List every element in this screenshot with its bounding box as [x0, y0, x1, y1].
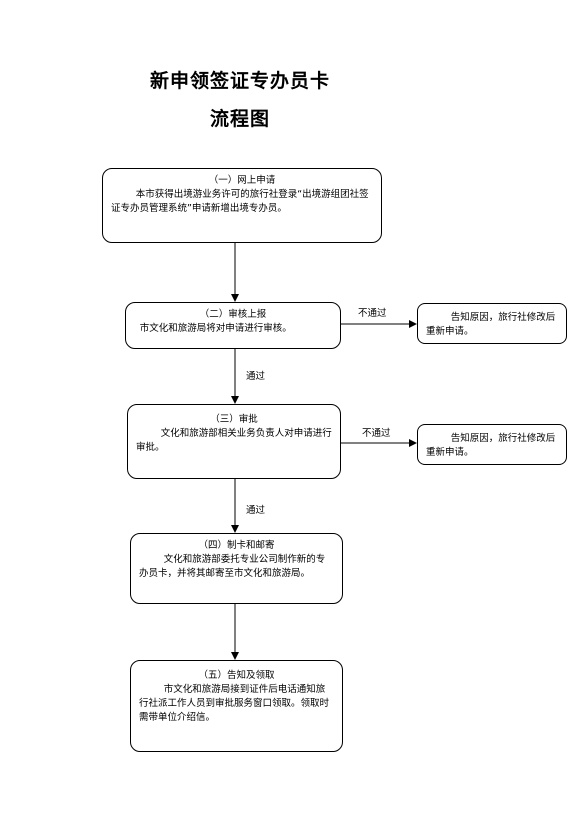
step-3-box: （三）审批 文化和旅游部相关业务负责人对申请进行审批。: [127, 404, 341, 479]
step-2-box: （二）审核上报 市文化和旅游局将对申请进行审核。: [125, 302, 341, 349]
pass-label-step3: 通过: [246, 505, 266, 516]
reject-box-step2: 告知原因，旅行社修改后重新申请。: [417, 303, 567, 344]
reject-label-step2: 不通过: [358, 308, 387, 319]
step-5-box: （五）告知及领取 市文化和旅游局接到证件后电话通知旅行社派工作人员到审批服务窗口…: [130, 660, 343, 752]
step-1-box: （一）网上申请 本市获得出境游业务许可的旅行社登录“出境游组团社签证专办员管理系…: [102, 168, 382, 243]
step-5-heading: （五）告知及领取: [198, 670, 275, 681]
step-3-body: 文化和旅游部相关业务负责人对申请进行审批。: [136, 428, 332, 453]
step-1-body: 本市获得出境游业务许可的旅行社登录“出境游组团社签证专办员管理系统”申请新增出境…: [111, 189, 369, 214]
step-4-body: 文化和旅游部委托专业公司制作新的专办员卡，并将其邮寄至市文化和旅游局。: [139, 554, 326, 579]
reject-box-step3: 告知原因，旅行社修改后重新申请。: [417, 424, 567, 465]
step-2-heading: （二）审核上报: [199, 309, 267, 320]
step-5-body: 市文化和旅游局接到证件后电话通知旅行社派工作人员到审批服务窗口领取。领取时需带单…: [139, 684, 330, 723]
step-1-heading: （一）网上申请: [208, 175, 276, 186]
reject-label-step3: 不通过: [362, 428, 391, 439]
diagram-subtitle: 流程图: [209, 108, 270, 130]
step-4-box: （四）制卡和邮寄 文化和旅游部委托专业公司制作新的专办员卡，并将其邮寄至市文化和…: [130, 533, 343, 604]
diagram-title: 新申领签证专办员卡: [149, 70, 330, 92]
step-2-body: 市文化和旅游局将对申请进行审核。: [139, 323, 292, 334]
step-4-heading: （四）制卡和邮寄: [198, 540, 275, 551]
step-3-heading: （三）审批: [210, 414, 258, 425]
pass-label-step2: 通过: [246, 371, 266, 382]
